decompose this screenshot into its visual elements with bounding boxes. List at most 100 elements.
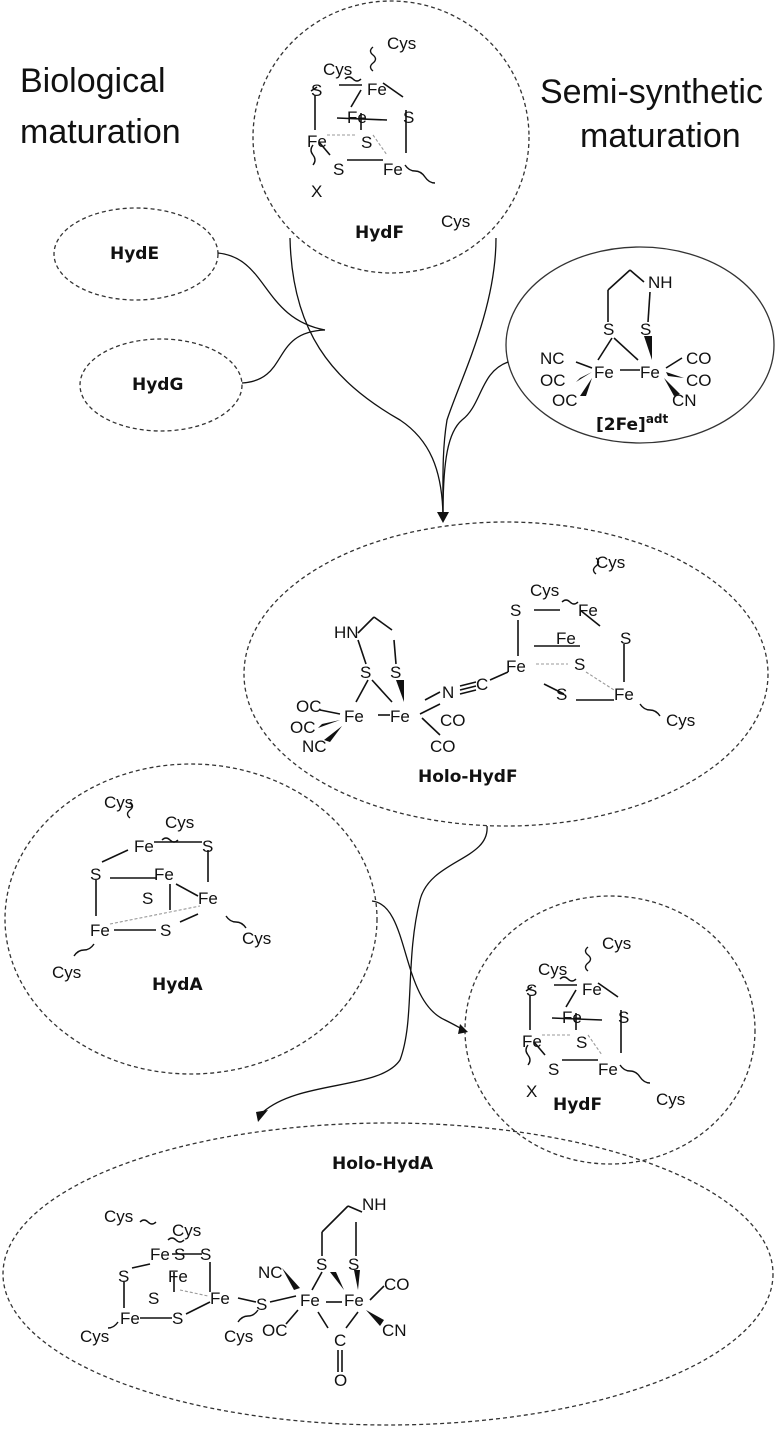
svg-text:Fe: Fe [556,629,576,648]
svg-text:S: S [333,160,344,179]
svg-text:Cys: Cys [596,553,625,572]
svg-text:Fe: Fe [594,363,614,382]
svg-text:OC: OC [262,1321,288,1340]
svg-text:Cys: Cys [656,1090,685,1109]
svg-text:Cys: Cys [242,929,271,948]
svg-text:S: S [202,837,213,856]
svg-text:Cys: Cys [323,60,352,79]
label-hydf-right: HydF [553,1095,602,1115]
svg-text:Fe: Fe [506,657,526,676]
svg-text:Cys: Cys [172,1221,201,1240]
svg-text:X: X [311,182,322,201]
two-fe-adt-structure: NH S S NC CO OC Fe Fe CO OC CN [540,269,712,410]
svg-text:S: S [620,629,631,648]
hyda-ellipse [4,763,378,1075]
svg-text:S: S [576,1033,587,1052]
svg-text:S: S [390,663,401,682]
svg-text:Fe: Fe [562,1008,582,1027]
holo-hydf-ellipse [243,521,769,827]
svg-text:Fe: Fe [90,921,110,940]
svg-text:Fe: Fe [522,1032,542,1051]
svg-text:CO: CO [686,371,712,390]
two-fe-adt-ellipse [505,246,775,444]
svg-text:CO: CO [384,1275,410,1294]
hydf-right-structure: Cys Cys Fe S Fe S Fe S S Fe X Cys [522,934,685,1109]
title-biological-line2: maturation [20,113,181,151]
label-hyde: HydE [110,244,159,264]
svg-text:S: S [603,320,614,339]
svg-text:Fe: Fe [210,1289,230,1308]
hydf-top-ellipse [252,0,530,274]
svg-text:CN: CN [382,1321,407,1340]
svg-text:S: S [618,1008,629,1027]
svg-text:Fe: Fe [120,1309,140,1328]
svg-text:CO: CO [686,349,712,368]
svg-text:Cys: Cys [602,934,631,953]
svg-text:Fe: Fe [150,1245,170,1264]
svg-text:OC: OC [540,371,566,390]
svg-text:Cys: Cys [104,1207,133,1226]
svg-text:S: S [574,655,585,674]
svg-text:Fe: Fe [383,160,403,179]
svg-text:S: S [256,1295,267,1314]
svg-text:X: X [526,1082,537,1101]
title-semisynthetic-line1: Semi-synthetic [540,73,763,111]
svg-text:Cys: Cys [104,793,133,812]
svg-text:S: S [160,921,171,940]
label-two-fe-adt: [2Fe]adt [596,412,669,435]
svg-text:Cys: Cys [224,1327,253,1346]
hyda-structure: Cys Cys Fe S S Fe S Fe Fe S Cys Cys [52,793,271,982]
svg-text:S: S [148,1289,159,1308]
hydg-ellipse [79,338,243,432]
svg-text:Fe: Fe [344,1291,364,1310]
svg-text:Cys: Cys [538,960,567,979]
holo-hyda-ellipse [2,1122,774,1426]
holo-hydf-structure: HN S S OC OC NC Fe Fe CO CO N C Fe Cys C… [290,553,695,756]
svg-text:Fe: Fe [582,980,602,999]
svg-text:Fe: Fe [154,865,174,884]
svg-text:N: N [442,683,454,702]
svg-text:Fe: Fe [300,1291,320,1310]
svg-text:Fe: Fe [614,685,634,704]
label-hydf-top: HydF [355,223,404,243]
svg-text:Cys: Cys [80,1327,109,1346]
holo-hyda-structure: Cys Cys Fe S S S Fe S Fe S Fe S Cys Cys … [80,1195,410,1390]
svg-text:NC: NC [258,1263,283,1282]
svg-text:Fe: Fe [390,707,410,726]
svg-text:S: S [361,133,372,152]
svg-text:S: S [640,320,651,339]
svg-text:Cys: Cys [441,212,470,231]
svg-text:NH: NH [648,273,673,292]
svg-text:Cys: Cys [165,813,194,832]
hyde-ellipse [53,207,219,301]
svg-text:Cys: Cys [666,711,695,730]
svg-text:S: S [172,1309,183,1328]
svg-text:O: O [334,1371,347,1390]
svg-text:S: S [548,1060,559,1079]
svg-text:OC: OC [296,697,322,716]
svg-text:NH: NH [362,1195,387,1214]
label-hyda: HydA [152,975,203,995]
title-biological-line1: Biological [20,62,166,100]
svg-text:Cys: Cys [387,34,416,53]
svg-text:Fe: Fe [598,1060,618,1079]
svg-text:HN: HN [334,623,359,642]
svg-text:Fe: Fe [640,363,660,382]
connectors [217,237,509,1122]
svg-text:Cys: Cys [52,963,81,982]
hydf-right-ellipse [464,895,756,1165]
svg-text:S: S [360,663,371,682]
svg-text:OC: OC [552,391,578,410]
svg-text:Cys: Cys [530,581,559,600]
svg-text:Fe: Fe [344,707,364,726]
label-holo-hyda: Holo-HydA [332,1154,434,1174]
svg-text:S: S [142,889,153,908]
svg-text:OC: OC [290,718,316,737]
svg-text:S: S [556,685,567,704]
svg-text:S: S [510,601,521,620]
svg-text:Fe: Fe [134,837,154,856]
label-hydg: HydG [132,375,183,395]
svg-text:S: S [526,981,537,1000]
svg-text:S: S [174,1245,185,1264]
svg-text:CN: CN [672,391,697,410]
